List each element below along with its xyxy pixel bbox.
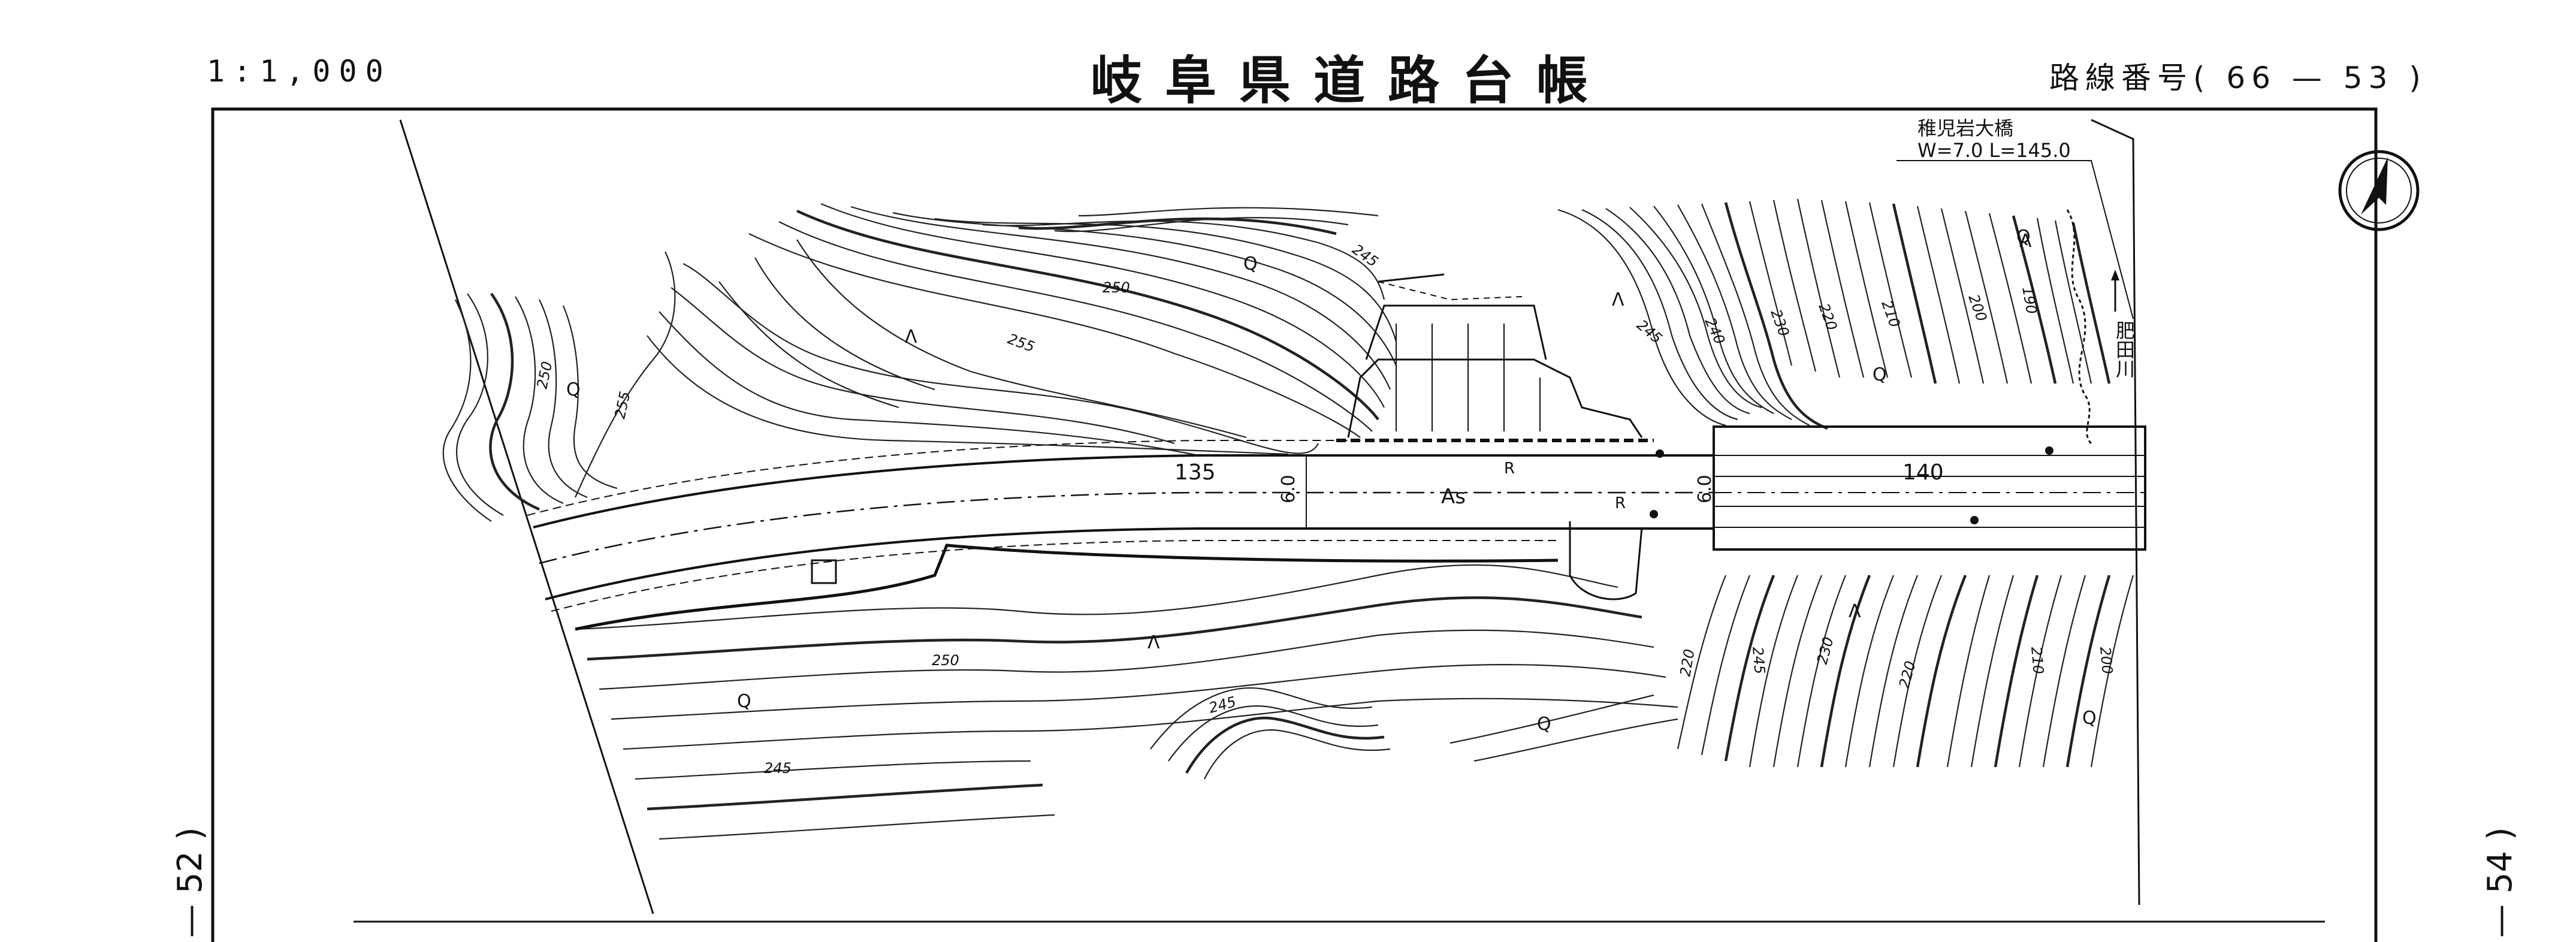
river-arrow-head [2111, 270, 2119, 280]
tree-symbol: Q [1243, 253, 1258, 274]
contour-label: 250 [932, 652, 959, 669]
bridge-leader [1896, 160, 2134, 319]
bridge-name: 稚児岩大橋 [1917, 117, 2013, 140]
contours-upper-left [442, 203, 1397, 522]
tree-symbol: Q [1537, 714, 1551, 735]
vegetation-symbol: Λ [2019, 231, 2032, 252]
contour-label: 250 [1103, 279, 1130, 296]
contour-label: 210 [2028, 646, 2047, 675]
contour-label: 200 [2097, 646, 2116, 675]
contour-label: 220 [1815, 301, 1840, 333]
river-name: 肥田川 [2113, 321, 2136, 378]
road-surface: As [1441, 485, 1466, 509]
page-title: 岐阜県道路台帳 [1091, 50, 1611, 111]
contour-label: 230 [1767, 307, 1792, 339]
bridge [1650, 425, 2146, 551]
contours-lower [575, 564, 1678, 840]
guardrail-mark-1: R [1504, 460, 1515, 478]
map-frame [211, 107, 2378, 942]
tree-symbol: Q [737, 691, 751, 712]
vegetation-symbol: Λ [905, 327, 917, 348]
contour-label: 245 [764, 760, 792, 777]
guardrail-mark-2: R [1615, 494, 1626, 512]
contour-label: 255 [611, 390, 633, 421]
contour-label: 220 [1896, 659, 1919, 690]
vegetation-symbol: Λ [1849, 601, 1861, 622]
contour-label: 190 [2019, 285, 2040, 315]
tree-symbol: Q [2016, 227, 2031, 247]
route-label: 路線番号 [2049, 61, 2193, 95]
vegetation-symbol: Λ [1147, 632, 1160, 653]
road-width-right: 6.0 [1695, 475, 1716, 503]
contour-label: 245 [1749, 646, 1768, 675]
match-line-right [2091, 119, 2140, 905]
tree-symbol: Q [1873, 364, 1887, 385]
bridge-spec: W=7.0 L=145.0 [1917, 139, 2071, 162]
contour-label: 250 [533, 360, 555, 391]
retaining-wall [1336, 273, 1654, 442]
contours-upper-right [1557, 198, 2111, 430]
tree-symbol: Q [2082, 708, 2097, 729]
map-scale: 1:1,000 [207, 54, 392, 89]
contour-label: 210 [1878, 298, 1903, 330]
river-bank [2066, 209, 2092, 445]
station-left: 135 [1174, 460, 1216, 485]
contours-lower-right [1677, 575, 2134, 768]
route-number: 路線番号( 66 — 53 ) [2049, 54, 2427, 97]
contour-label: 245 [1633, 316, 1665, 347]
vegetation-symbol: Λ [1612, 289, 1624, 310]
route-number-value: ( 66 — 53 ) [2193, 61, 2427, 95]
north-arrow-icon [2338, 150, 2420, 231]
station-right: 140 [1902, 460, 1944, 485]
match-line-left [399, 119, 654, 914]
road [527, 440, 1714, 631]
tree-symbol: Q [566, 379, 581, 400]
road-width-left: 6.0 [1278, 475, 1299, 503]
contour-label: 230 [1814, 635, 1837, 666]
contour-label: 240 [1702, 315, 1729, 347]
contour-label: 255 [1005, 330, 1037, 355]
small-structure [811, 559, 837, 584]
